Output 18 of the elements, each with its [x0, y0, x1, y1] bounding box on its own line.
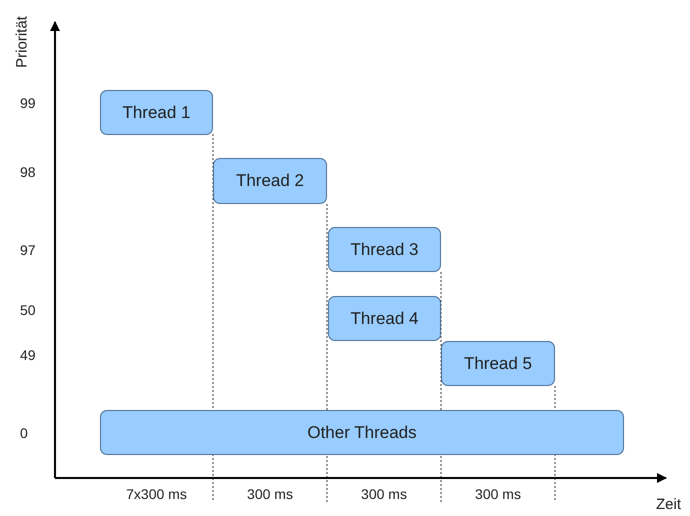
- interval-label: 300 ms: [246, 486, 294, 502]
- tick-label: 49: [20, 347, 36, 363]
- tick-label: 99: [20, 95, 36, 111]
- thread-box: Thread 2: [213, 158, 327, 204]
- interval-label: 300 ms: [360, 486, 408, 502]
- thread-box: Thread 3: [328, 227, 441, 272]
- tick-label: 0: [20, 425, 28, 441]
- axis-title: Zeit: [656, 496, 682, 513]
- tick-label: 98: [20, 164, 36, 180]
- thread-box: Thread 5: [441, 341, 555, 386]
- thread-box: Thread 4: [328, 296, 441, 341]
- tick-label: 97: [20, 242, 36, 258]
- thread-box: Other Threads: [100, 410, 624, 455]
- interval-label: 300 ms: [474, 486, 522, 502]
- tick-label: 50: [20, 302, 36, 318]
- thread-box: Thread 1: [100, 90, 213, 135]
- axis-title: Priorität: [14, 16, 30, 68]
- interval-label: 7x300 ms: [125, 486, 188, 502]
